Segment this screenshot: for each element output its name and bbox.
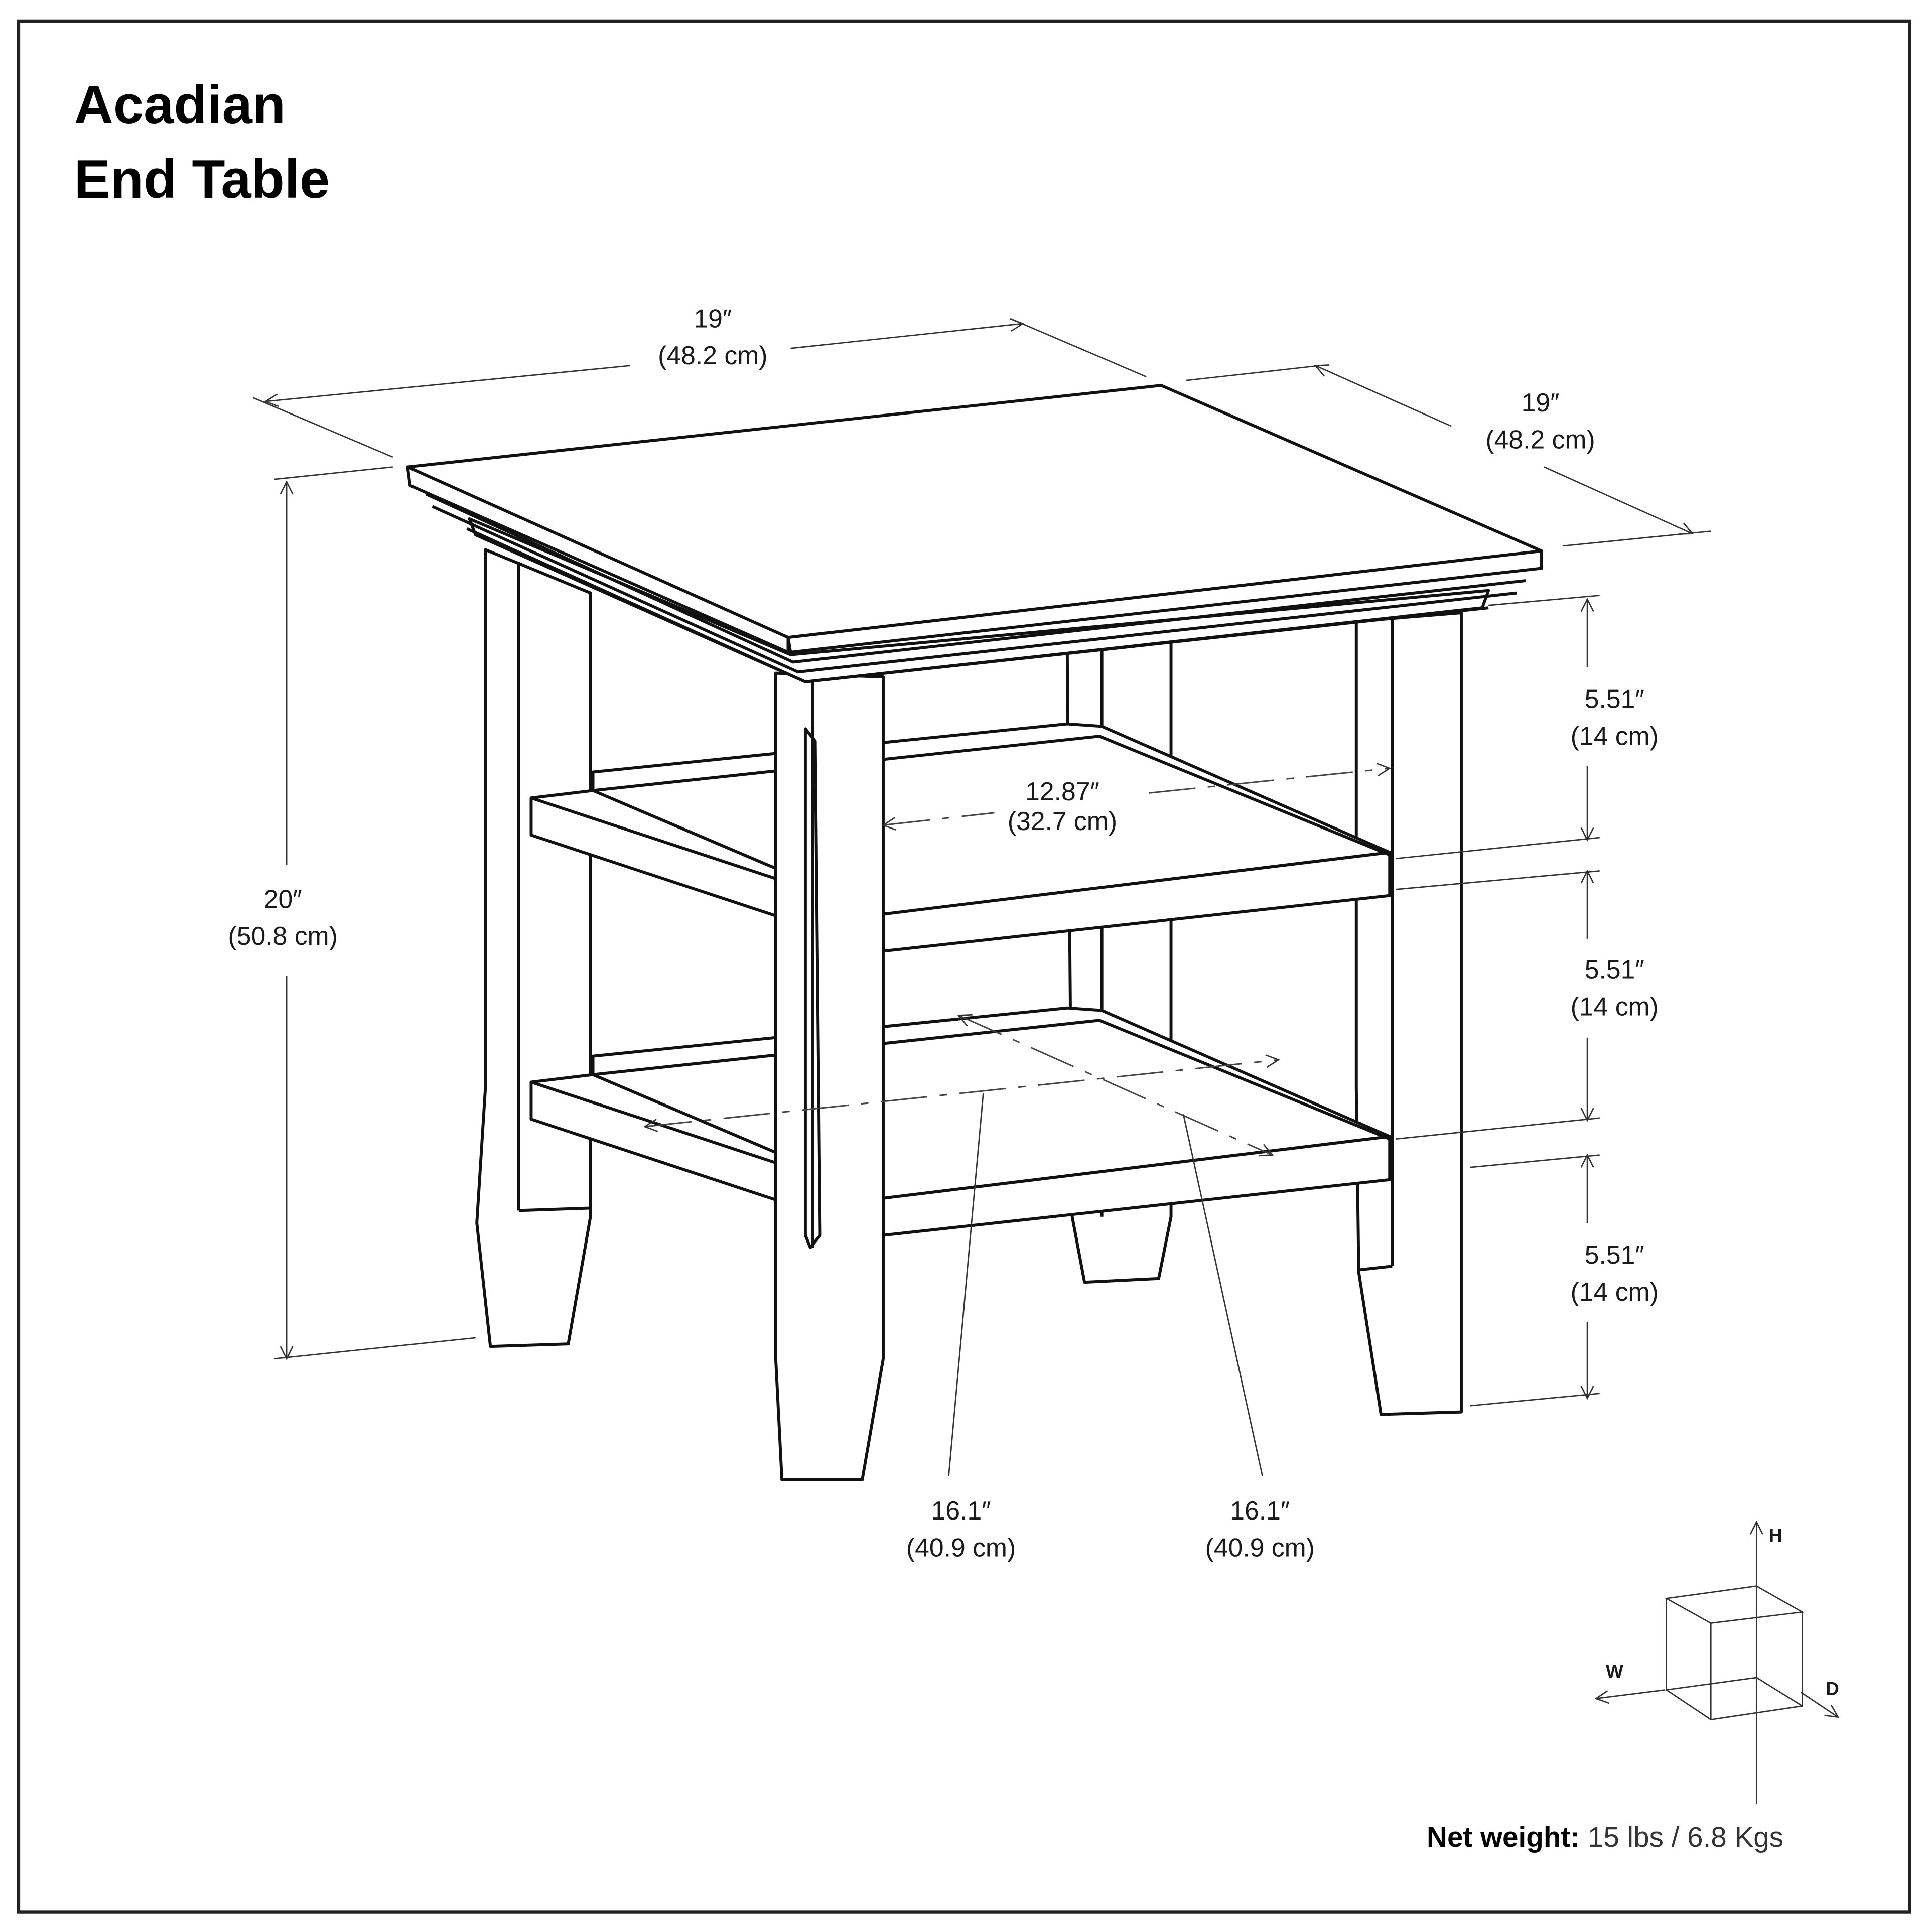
axis-d-label: D	[1826, 1678, 1839, 1699]
net-weight-label: Net weight:	[1427, 1821, 1580, 1853]
left-leg	[475, 548, 592, 1348]
svg-text:16.1″: 16.1″	[931, 1496, 991, 1525]
svg-text:(14 cm): (14 cm)	[1571, 721, 1659, 750]
lower-shelf	[529, 1006, 1392, 1237]
svg-text:(14 cm): (14 cm)	[1571, 992, 1659, 1021]
svg-text:(14 cm): (14 cm)	[1571, 1277, 1659, 1306]
axis-h-label: H	[1769, 1525, 1782, 1546]
net-weight: Net weight: 15 lbs / 6.8 Kgs	[1427, 1821, 1783, 1853]
svg-text:(48.2 cm): (48.2 cm)	[658, 341, 767, 370]
svg-text:16.1″: 16.1″	[1230, 1496, 1290, 1525]
axes-cube-icon: H W D	[1596, 1522, 1839, 1804]
svg-text:5.51″: 5.51″	[1585, 955, 1644, 984]
svg-text:19″: 19″	[1522, 388, 1560, 417]
title-line-2: End Table	[74, 149, 330, 209]
svg-text:(48.2 cm): (48.2 cm)	[1485, 425, 1595, 454]
svg-text:(32.7 cm): (32.7 cm)	[1008, 806, 1117, 836]
upper-shelf	[529, 722, 1392, 953]
dim-shelf-depth-label: 16.1″ (40.9 cm)	[1205, 1496, 1315, 1562]
svg-text:12.87″: 12.87″	[1025, 777, 1099, 806]
table-top	[406, 384, 1543, 683]
svg-text:5.51″: 5.51″	[1585, 684, 1644, 714]
title-line-1: Acadian	[74, 74, 286, 135]
dim-shelf-gap-middle-label: 5.51″ (14 cm)	[1571, 955, 1659, 1021]
dim-shelf-gap-top-label: 5.51″ (14 cm)	[1571, 684, 1659, 751]
dim-shelf-width-label: 16.1″ (40.9 cm)	[906, 1496, 1016, 1562]
svg-text:20″: 20″	[264, 884, 302, 913]
svg-text:(40.9 cm): (40.9 cm)	[1205, 1533, 1315, 1562]
svg-text:(40.9 cm): (40.9 cm)	[906, 1533, 1016, 1562]
dim-depth-label: 19″ (48.2 cm)	[1485, 388, 1595, 454]
outer-frame	[17, 19, 1911, 1914]
svg-text:5.51″: 5.51″	[1585, 1240, 1644, 1269]
table-illustration	[406, 384, 1543, 1481]
product-title: Acadian End Table	[74, 74, 330, 209]
front-leg	[774, 671, 885, 1481]
axis-w-label: W	[1606, 1661, 1623, 1682]
dim-inner-shelf-width-label: 12.87″ (32.7 cm)	[1008, 777, 1117, 836]
svg-text:(50.8 cm): (50.8 cm)	[228, 921, 338, 950]
dim-height-label: 20″ (50.8 cm)	[228, 884, 338, 950]
right-leg	[1354, 611, 1463, 1416]
dim-width-label: 19″ (48.2 cm)	[658, 304, 767, 370]
dimension-lines	[253, 318, 1711, 1476]
svg-text:19″: 19″	[694, 304, 732, 333]
dim-shelf-gap-bottom-label: 5.51″ (14 cm)	[1571, 1240, 1659, 1306]
net-weight-value: 15 lbs / 6.8 Kgs	[1580, 1821, 1783, 1853]
